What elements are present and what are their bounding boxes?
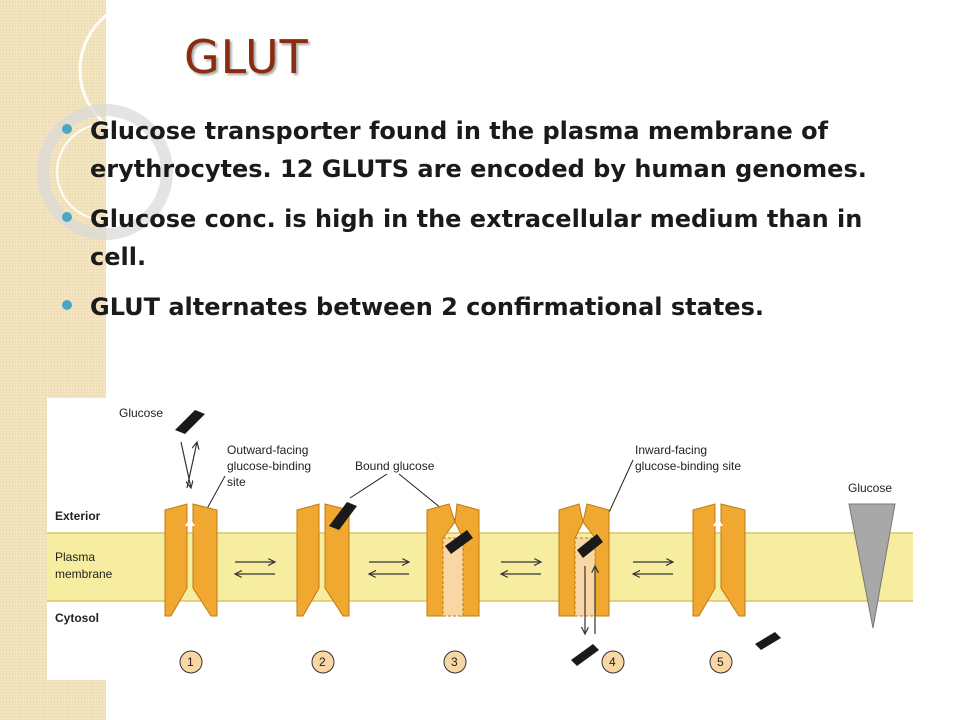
- step-marker-4: 4: [601, 650, 625, 674]
- glut-transporter-step-1: [164, 503, 218, 617]
- bound-glucose-molecule: [329, 502, 357, 530]
- released-glucose-molecule: [571, 644, 599, 666]
- slide-title: GLUT: [184, 30, 309, 84]
- step-marker-3: 3: [443, 650, 467, 674]
- glut-transporter-step-3: [426, 503, 480, 617]
- gradient-label: Glucose: [848, 481, 892, 495]
- bullet-item: Glucose conc. is high in the extracellul…: [62, 200, 922, 276]
- glucose-label: Glucose: [119, 406, 163, 420]
- cytosolic-glucose-molecule: [755, 632, 781, 650]
- equilibrium-arrows-4-5: [633, 562, 673, 574]
- bullet-marker: [62, 124, 72, 134]
- inward-site-label-line1: Inward-facing: [635, 443, 707, 457]
- svg-text:3: 3: [451, 655, 458, 669]
- step-marker-2: 2: [311, 650, 335, 674]
- equilibrium-arrows-2-3: [369, 562, 409, 574]
- bound-glucose-molecule: [445, 530, 473, 554]
- bound-glucose-label: Bound glucose: [355, 459, 435, 473]
- glut-transporter-step-5: [692, 503, 781, 650]
- bound-glucose-molecule: [577, 534, 603, 558]
- bullet-item: GLUT alternates between 2 confirmational…: [62, 288, 922, 326]
- decorative-side-strip: [0, 0, 106, 720]
- svg-text:2: 2: [319, 655, 326, 669]
- equilibrium-arrows-1-2: [235, 562, 275, 574]
- bullet-text: GLUT alternates between 2 confirmational…: [90, 293, 764, 321]
- exchange-arrow-down: [180, 441, 191, 488]
- glucose-gradient-wedge: [848, 503, 896, 629]
- bullet-marker: [62, 212, 72, 222]
- svg-text:5: 5: [717, 655, 724, 669]
- step-marker-5: 5: [709, 650, 733, 674]
- bullet-item: Glucose transporter found in the plasma …: [62, 112, 922, 188]
- svg-text:4: 4: [609, 655, 616, 669]
- outward-site-label-line3: site: [227, 475, 246, 489]
- exchange-arrow-up: [186, 442, 197, 489]
- inward-site-label-line2: glucose-binding site: [635, 459, 741, 473]
- glut-transport-diagram: Exterior Plasma membrane Cytosol Glucose…: [47, 398, 913, 680]
- bullet-marker: [62, 300, 72, 310]
- bullet-text: Glucose conc. is high in the extracellul…: [90, 205, 863, 271]
- bullet-list: Glucose transporter found in the plasma …: [62, 112, 922, 338]
- glut-transporter-step-4: [558, 503, 610, 666]
- equilibrium-arrows-3-4: [501, 562, 541, 574]
- outward-site-label-line2: glucose-binding: [227, 459, 311, 473]
- cytosol-label: Cytosol: [55, 611, 99, 625]
- bullet-text: Glucose transporter found in the plasma …: [90, 117, 867, 183]
- glucose-molecule: [175, 410, 205, 434]
- bound-glucose-pointer-1: [349, 473, 388, 499]
- membrane-label-line2: membrane: [55, 567, 113, 581]
- exterior-label: Exterior: [55, 509, 101, 523]
- glut-transporter-step-2: [296, 502, 357, 617]
- plasma-membrane-band: [47, 533, 913, 601]
- step-marker-1: 1: [179, 650, 203, 674]
- decorative-arcs: [37, 0, 210, 240]
- membrane-label-line1: Plasma: [55, 550, 95, 564]
- outward-site-label-line1: Outward-facing: [227, 443, 308, 457]
- svg-text:1: 1: [187, 655, 194, 669]
